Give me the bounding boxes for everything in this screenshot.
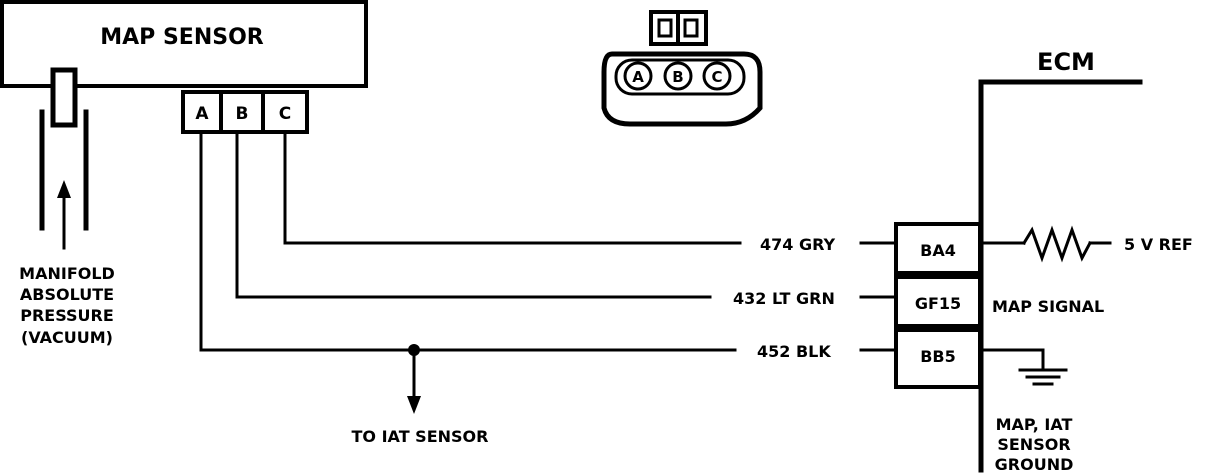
vacuum-label: MANIFOLD ABSOLUTE PRESSURE (VACUUM) xyxy=(19,264,115,347)
ecm-title: ECM xyxy=(1037,48,1095,76)
ground-label-line-3: GROUND xyxy=(995,455,1074,474)
vacuum-label-line-3: PRESSURE xyxy=(20,306,114,325)
ref-resistor: 5 V REF xyxy=(979,225,1193,263)
ecm: ECM BA4 GF15 BB5 5 V REF MAP SIGNAL xyxy=(894,48,1193,474)
vacuum-hose xyxy=(39,109,89,250)
connector-icon: A B C xyxy=(601,10,763,127)
ground-label-line-2: SENSOR xyxy=(997,435,1070,454)
vacuum-label-line-1: MANIFOLD xyxy=(19,264,115,283)
iat-splice: TO IAT SENSOR xyxy=(352,344,489,446)
connector-pin-c: C xyxy=(702,61,732,91)
map-sensor: MAP SENSOR A B C xyxy=(0,0,368,134)
sensor-pin-box-b: B xyxy=(219,90,265,134)
sensor-pin-box-a: A xyxy=(181,90,223,134)
connector-pin-label-a: A xyxy=(632,68,644,86)
map-sensor-title: MAP SENSOR xyxy=(100,25,264,50)
vacuum-port xyxy=(50,67,78,128)
sensor-pin-label-a: A xyxy=(195,104,209,124)
wire-474-gry: 474 GRY xyxy=(283,130,897,254)
ecm-terminal-ba4: BA4 xyxy=(894,222,982,275)
connector-pin-label-b: B xyxy=(672,68,683,86)
ecm-terminal-gf15: GF15 xyxy=(894,275,982,328)
vacuum-label-line-2: ABSOLUTE xyxy=(20,285,114,304)
wire-label-432-lt-grn: 432 LT GRN xyxy=(733,289,835,308)
resistor-icon xyxy=(1021,225,1093,263)
ecm-terminal-bb5: BB5 xyxy=(894,328,982,389)
vacuum-label-line-4: (VACUUM) xyxy=(21,328,113,347)
wire-432-lt-grn: 432 LT GRN xyxy=(235,130,897,308)
iat-arrow-head xyxy=(407,396,421,414)
connector-pin-a: A xyxy=(623,61,653,91)
sensor-pin-label-b: B xyxy=(236,104,249,124)
map-signal-label: MAP SIGNAL xyxy=(992,297,1104,316)
wire-label-452-blk: 452 BLK xyxy=(757,342,831,361)
wire-label-474-gry: 474 GRY xyxy=(760,235,836,254)
ecm-terminal-label-bb5: BB5 xyxy=(920,347,956,366)
iat-sensor-label: TO IAT SENSOR xyxy=(352,427,489,446)
sensor-pin-box-c: C xyxy=(261,90,309,134)
sensor-pin-label-c: C xyxy=(279,104,291,124)
connector-pin-b: B xyxy=(663,61,693,91)
ref-voltage-label: 5 V REF xyxy=(1124,235,1193,254)
connector-pin-label-c: C xyxy=(711,68,722,86)
ecm-terminal-label-ba4: BA4 xyxy=(920,241,956,260)
wire-452-blk: 452 BLK xyxy=(199,130,897,361)
ecm-terminal-label-gf15: GF15 xyxy=(915,294,961,313)
ground-icon xyxy=(979,348,1068,386)
pressure-arrow-head xyxy=(57,180,71,198)
ground-label-line-1: MAP, IAT xyxy=(996,415,1073,434)
